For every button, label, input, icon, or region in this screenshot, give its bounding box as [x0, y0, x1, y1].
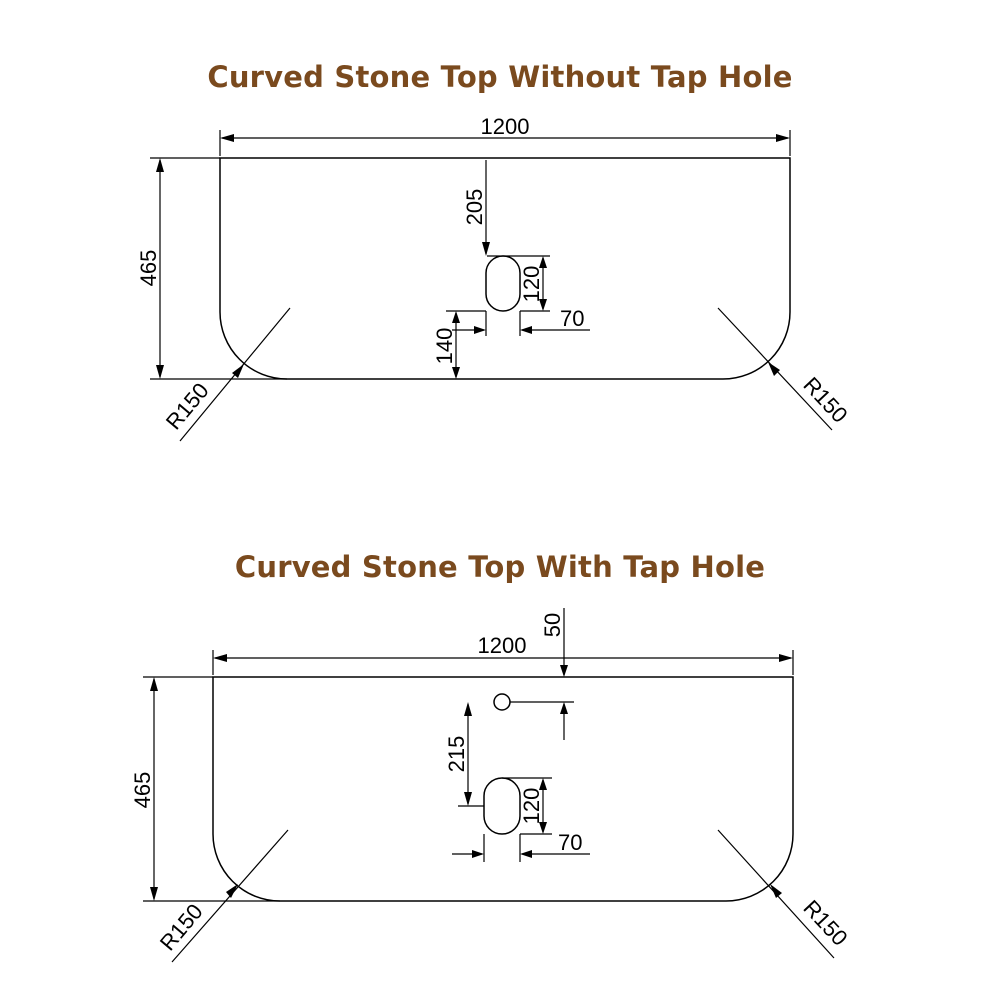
- arrowhead: [156, 158, 164, 172]
- arrowhead: [464, 702, 472, 716]
- width-label: 1200: [478, 633, 527, 658]
- depth-label: 465: [136, 250, 161, 287]
- tap-to-basin-label: 215: [444, 736, 469, 773]
- basin-offset-label: 205: [462, 189, 487, 226]
- width-label: 1200: [481, 114, 530, 139]
- arrowhead: [220, 134, 234, 142]
- arrowhead: [156, 365, 164, 379]
- radius-label-right: R150: [798, 372, 852, 428]
- arrowhead: [232, 364, 244, 378]
- arrowhead: [539, 778, 547, 790]
- arrowhead: [150, 677, 158, 691]
- basin-width-label: 70: [560, 306, 584, 331]
- arrowhead: [226, 884, 238, 898]
- diagram-title-without-tap-hole: Curved Stone Top Without Tap Hole: [207, 60, 793, 94]
- arrowhead: [472, 850, 484, 858]
- arrowhead: [150, 887, 158, 901]
- arrowhead: [560, 702, 568, 714]
- arrowhead: [779, 654, 793, 662]
- stone-top-outline: [212, 676, 794, 902]
- arrowhead: [474, 326, 486, 334]
- arrowhead: [213, 654, 227, 662]
- arrowhead: [520, 326, 532, 334]
- arrowhead: [539, 822, 547, 834]
- radius-label-left: R150: [155, 899, 208, 955]
- arrowhead: [560, 665, 568, 677]
- arrowhead: [452, 311, 460, 323]
- radius-label-right: R150: [798, 895, 852, 951]
- drawing-with-tap-hole: 1200 465 50 215 120: [130, 608, 853, 963]
- diagram-title-with-tap-hole: Curved Stone Top With Tap Hole: [234, 550, 766, 584]
- arrowhead: [464, 792, 472, 806]
- tap-offset-label: 50: [540, 613, 565, 637]
- front-offset-label: 140: [432, 328, 457, 365]
- basin-width-label: 70: [558, 830, 582, 855]
- arrowhead: [768, 362, 780, 376]
- arrowhead: [776, 134, 790, 142]
- basin-waste-slot: [485, 255, 521, 312]
- arrowhead: [770, 884, 782, 898]
- arrowhead: [482, 242, 490, 256]
- basin-waste-slot: [483, 777, 521, 835]
- basin-length-label: 120: [519, 266, 544, 303]
- arrowhead: [539, 256, 547, 268]
- drawing-without-tap-hole: 1200 465 205 120 70 140: [136, 114, 853, 442]
- radius-label-left: R150: [161, 378, 214, 434]
- basin-length-label: 120: [519, 788, 544, 825]
- stone-top-outline: [219, 157, 791, 380]
- depth-label: 465: [130, 772, 155, 809]
- tap-hole: [493, 693, 511, 711]
- arrowhead: [520, 850, 532, 858]
- arrowhead: [452, 367, 460, 379]
- arrowhead: [539, 299, 547, 311]
